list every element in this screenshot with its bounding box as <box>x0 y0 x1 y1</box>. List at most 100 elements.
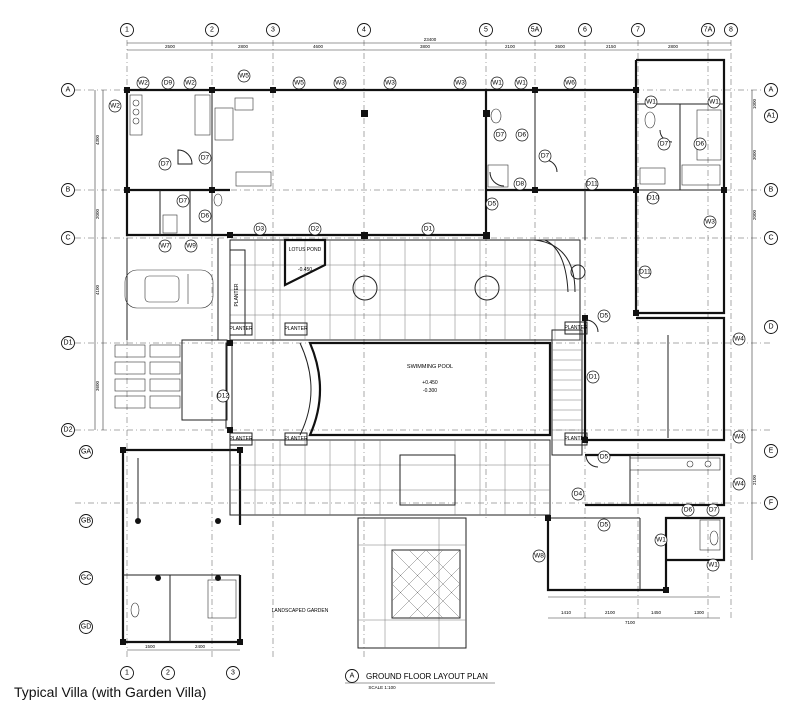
grid-bubble-left-b: B <box>61 183 75 197</box>
svg-text:D2: D2 <box>64 427 73 434</box>
grid-bubble-top-5: 5 <box>479 23 493 37</box>
tag-d11: D11 <box>585 177 599 191</box>
tag-w4: W4 <box>732 477 746 491</box>
svg-text:W2: W2 <box>110 103 120 110</box>
landscaped-garden-label: LANDSCAPED GARDEN <box>272 608 329 614</box>
grid-bubble-right-f: F <box>764 496 778 510</box>
tag-d7: D7 <box>176 194 190 208</box>
svg-text:W5: W5 <box>294 80 304 87</box>
grid-bubble-right-c: C <box>764 231 778 245</box>
tag-w2: W2 <box>183 76 197 90</box>
grid-bubbles-top: 1 2 3 4 5 5A 6 7 7A 8 <box>120 23 738 37</box>
tag-d6: D6 <box>681 503 695 517</box>
svg-text:W4: W4 <box>734 434 744 441</box>
svg-text:PLANTER: PLANTER <box>229 436 252 442</box>
svg-text:D7: D7 <box>201 155 210 162</box>
image-caption: Typical Villa (with Garden Villa) <box>14 684 207 700</box>
svg-text:W4: W4 <box>734 481 744 488</box>
grid-bubble-bottom-3: 3 <box>226 666 240 680</box>
svg-text:SWIMMING POOL: SWIMMING POOL <box>407 364 453 370</box>
tag-d6: D6 <box>515 128 529 142</box>
deck-pads <box>352 239 586 301</box>
svg-text:D10: D10 <box>647 195 659 202</box>
svg-text:3800: 3800 <box>420 44 431 49</box>
svg-text:5A: 5A <box>531 27 540 34</box>
tag-d3: D3 <box>253 222 267 236</box>
tag-w2: W2 <box>108 99 122 113</box>
grid-bubble-top-8: 8 <box>724 23 738 37</box>
svg-text:PLANTER: PLANTER <box>564 325 587 331</box>
svg-text:LOTUS POND: LOTUS POND <box>289 247 322 253</box>
tag-w2: W2 <box>136 76 150 90</box>
tag-w7: W7 <box>158 239 172 253</box>
svg-text:W4: W4 <box>734 336 744 343</box>
svg-text:PLANTER: PLANTER <box>284 436 307 442</box>
carport <box>114 269 233 429</box>
tag-d5: D5 <box>485 197 499 211</box>
svg-text:1300: 1300 <box>694 610 705 615</box>
svg-text:A: A <box>66 87 71 94</box>
svg-text:E: E <box>769 448 774 455</box>
columns <box>120 87 727 645</box>
svg-text:2100: 2100 <box>505 44 516 49</box>
planters: PLANTER PLANTER PLANTER PLANTER PLANTER … <box>229 249 588 446</box>
svg-text:8: 8 <box>729 27 733 34</box>
svg-text:W9: W9 <box>186 243 196 250</box>
svg-text:D3: D3 <box>256 226 265 233</box>
svg-text:7: 7 <box>636 27 640 34</box>
tag-w3: W3 <box>453 76 467 90</box>
tag-w3: W3 <box>383 76 397 90</box>
tag-w1: W1 <box>514 76 528 90</box>
svg-text:W5: W5 <box>239 73 249 80</box>
tag-w5: W5 <box>292 76 306 90</box>
tag-w8: W8 <box>532 549 546 563</box>
lotus-pond: LOTUS POND -0.450 <box>283 238 327 287</box>
tag-d12: D12 <box>216 389 230 403</box>
svg-text:D6: D6 <box>684 507 693 514</box>
svg-text:5: 5 <box>484 27 488 34</box>
svg-text:D1: D1 <box>589 374 598 381</box>
svg-text:D12: D12 <box>217 393 229 400</box>
grid-bubble-top-3: 3 <box>266 23 280 37</box>
svg-text:D: D <box>768 324 773 331</box>
svg-text:1500: 1500 <box>145 644 156 649</box>
svg-text:1450: 1450 <box>651 610 662 615</box>
tag-d9: D9 <box>161 76 175 90</box>
svg-text:1000: 1000 <box>752 98 757 109</box>
tag-d10: D10 <box>646 191 660 205</box>
svg-text:4100: 4100 <box>95 284 100 295</box>
grid-bubble-right-b: B <box>764 183 778 197</box>
svg-text:GA: GA <box>81 449 91 456</box>
tag-d11: D11 <box>638 265 652 279</box>
svg-text:D11: D11 <box>639 269 651 276</box>
svg-text:2000: 2000 <box>95 208 100 219</box>
svg-text:W1: W1 <box>656 537 666 544</box>
svg-text:2: 2 <box>210 27 214 34</box>
tag-w1: W1 <box>654 533 668 547</box>
svg-text:2600: 2600 <box>555 44 566 49</box>
tag-w3: W3 <box>703 215 717 229</box>
svg-text:D7: D7 <box>496 132 505 139</box>
grid-bubble-left-gc: GC <box>79 571 93 585</box>
tag-d7: D7 <box>657 137 671 151</box>
grid-bubble-right-e: E <box>764 444 778 458</box>
svg-text:2800: 2800 <box>668 44 679 49</box>
svg-text:2150: 2150 <box>606 44 617 49</box>
svg-text:W3: W3 <box>385 80 395 87</box>
svg-text:2500: 2500 <box>165 44 176 49</box>
tag-d7: D7 <box>706 503 720 517</box>
svg-text:C: C <box>65 235 70 242</box>
svg-text:1410: 1410 <box>561 610 572 615</box>
svg-text:1: 1 <box>125 670 129 677</box>
tag-w4: W4 <box>732 430 746 444</box>
svg-text:4600: 4600 <box>313 44 324 49</box>
grid-bubble-top-6: 6 <box>578 23 592 37</box>
tag-d4: D4 <box>571 487 585 501</box>
grid-bubble-top-2: 2 <box>205 23 219 37</box>
drawing-title-block: A GROUND FLOOR LAYOUT PLAN SCALE 1:100 <box>345 669 495 690</box>
tag-w4: W4 <box>732 332 746 346</box>
svg-text:W1: W1 <box>516 80 526 87</box>
svg-text:D7: D7 <box>161 161 170 168</box>
svg-text:6: 6 <box>583 27 587 34</box>
tag-w1: W1 <box>706 558 720 572</box>
